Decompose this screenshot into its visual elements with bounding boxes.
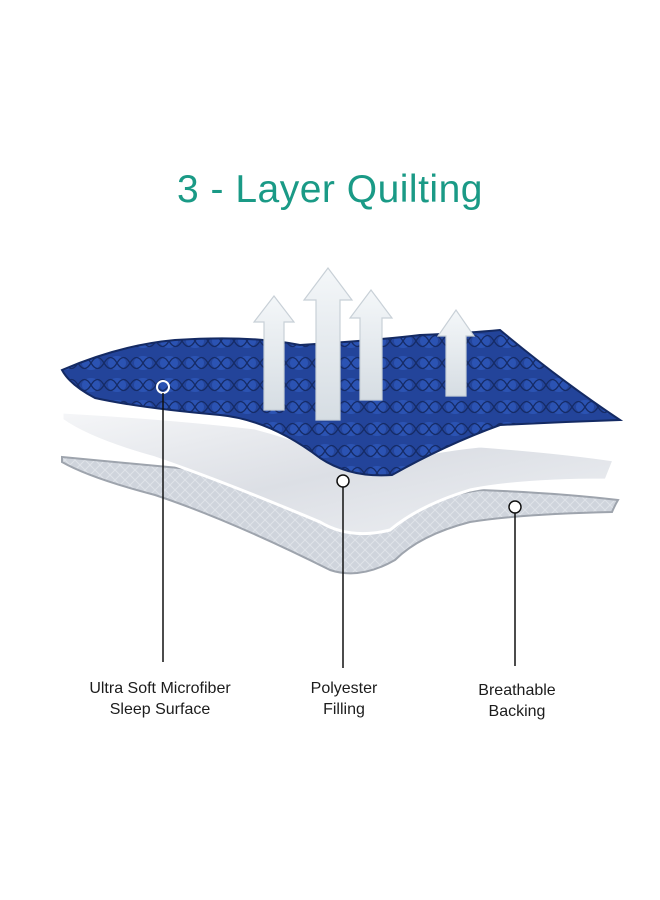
breathability-arrow-icon: [436, 308, 476, 397]
backing-label-line: Breathable: [478, 682, 556, 699]
surface-label-line: Ultra Soft Microfiber: [89, 680, 231, 697]
surface-label-line: Sleep Surface: [109, 701, 211, 718]
breathability-arrow-icon: [252, 295, 296, 411]
filling-label: Polyester Filling: [274, 678, 414, 720]
callout-marker-icon: [336, 474, 350, 668]
backing-label-line: Backing: [488, 703, 546, 720]
backing-label: Breathable Backing: [447, 680, 587, 722]
breathability-arrow-icon: [302, 267, 354, 421]
callout-marker-icon: [508, 500, 522, 666]
breathability-arrow-icon: [348, 289, 394, 401]
callout-marker-icon: [156, 380, 170, 662]
filling-label-line: Filling: [323, 701, 365, 718]
surface-label: Ultra Soft Microfiber Sleep Surface: [60, 678, 260, 720]
filling-label-line: Polyester: [310, 680, 378, 697]
page-title: 3 - Layer Quilting: [177, 168, 483, 211]
